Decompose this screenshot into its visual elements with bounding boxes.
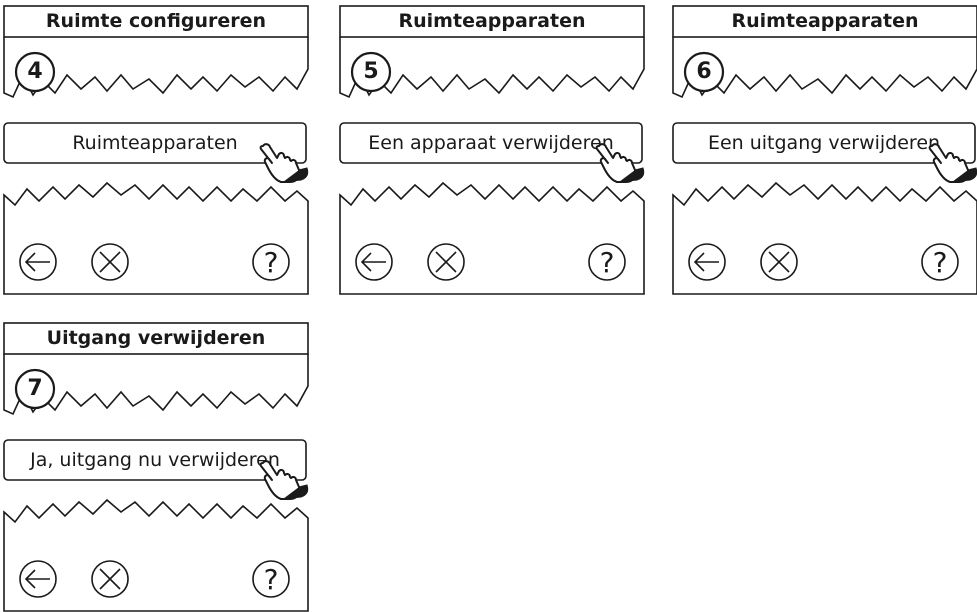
help-glyph: ? bbox=[933, 246, 948, 279]
cancel-button[interactable] bbox=[90, 559, 130, 599]
help-button[interactable]: ? bbox=[251, 242, 291, 282]
pointing-hand-icon bbox=[259, 460, 309, 500]
step-number: 5 bbox=[363, 59, 379, 84]
pointing-hand-icon bbox=[928, 143, 977, 183]
back-arrow-icon bbox=[355, 243, 393, 281]
cancel-x-icon bbox=[760, 243, 798, 281]
cancel-button[interactable] bbox=[426, 242, 466, 282]
action-button[interactable]: Ja, uitgang nu verwijderen bbox=[30, 449, 280, 471]
back-arrow-icon bbox=[19, 243, 57, 281]
cancel-x-icon bbox=[91, 243, 129, 281]
action-button[interactable]: Een uitgang verwijderen bbox=[707, 132, 941, 154]
help-glyph: ? bbox=[264, 246, 279, 279]
action-button[interactable]: Een apparaat verwijderen bbox=[368, 132, 614, 154]
panel-frame bbox=[339, 5, 645, 295]
panel-title: Ruimte configureren bbox=[45, 10, 267, 32]
help-question-icon: ? bbox=[252, 243, 290, 281]
cancel-x-icon bbox=[91, 560, 129, 598]
cancel-button[interactable] bbox=[759, 242, 799, 282]
back-arrow-icon bbox=[19, 560, 57, 598]
panel-frame bbox=[3, 5, 309, 295]
panel-frame bbox=[3, 322, 309, 612]
help-button[interactable]: ? bbox=[251, 559, 291, 599]
back-button[interactable] bbox=[18, 559, 58, 599]
panel-title: Uitgang verwijderen bbox=[46, 327, 266, 349]
screen-panel-6: Ruimteapparaten 6 Een uitgang verwijdere… bbox=[672, 5, 977, 295]
help-glyph: ? bbox=[264, 563, 279, 596]
panel-title: Ruimteapparaten bbox=[398, 10, 586, 32]
help-question-icon: ? bbox=[588, 243, 626, 281]
back-button[interactable] bbox=[687, 242, 727, 282]
cancel-button[interactable] bbox=[90, 242, 130, 282]
pointing-hand-icon bbox=[595, 143, 645, 183]
step-number: 7 bbox=[27, 376, 43, 401]
back-arrow-icon bbox=[688, 243, 726, 281]
screen-panel-7: Uitgang verwijderen 7 Ja, uitgang nu ver… bbox=[3, 322, 309, 612]
screen-panel-4: Ruimte configureren 4 Ruimteapparaten ? bbox=[3, 5, 309, 295]
step-number: 6 bbox=[696, 59, 712, 84]
panel-frame bbox=[672, 5, 977, 295]
help-glyph: ? bbox=[600, 246, 615, 279]
screen-panel-5: Ruimteapparaten 5 Een apparaat verwijder… bbox=[339, 5, 645, 295]
action-button[interactable]: Ruimteapparaten bbox=[72, 132, 238, 154]
pointing-hand-icon bbox=[259, 143, 309, 183]
back-button[interactable] bbox=[354, 242, 394, 282]
step-number: 4 bbox=[27, 59, 43, 84]
help-question-icon: ? bbox=[252, 560, 290, 598]
cancel-x-icon bbox=[427, 243, 465, 281]
back-button[interactable] bbox=[18, 242, 58, 282]
help-button[interactable]: ? bbox=[587, 242, 627, 282]
help-question-icon: ? bbox=[921, 243, 959, 281]
help-button[interactable]: ? bbox=[920, 242, 960, 282]
panel-title: Ruimteapparaten bbox=[731, 10, 919, 32]
